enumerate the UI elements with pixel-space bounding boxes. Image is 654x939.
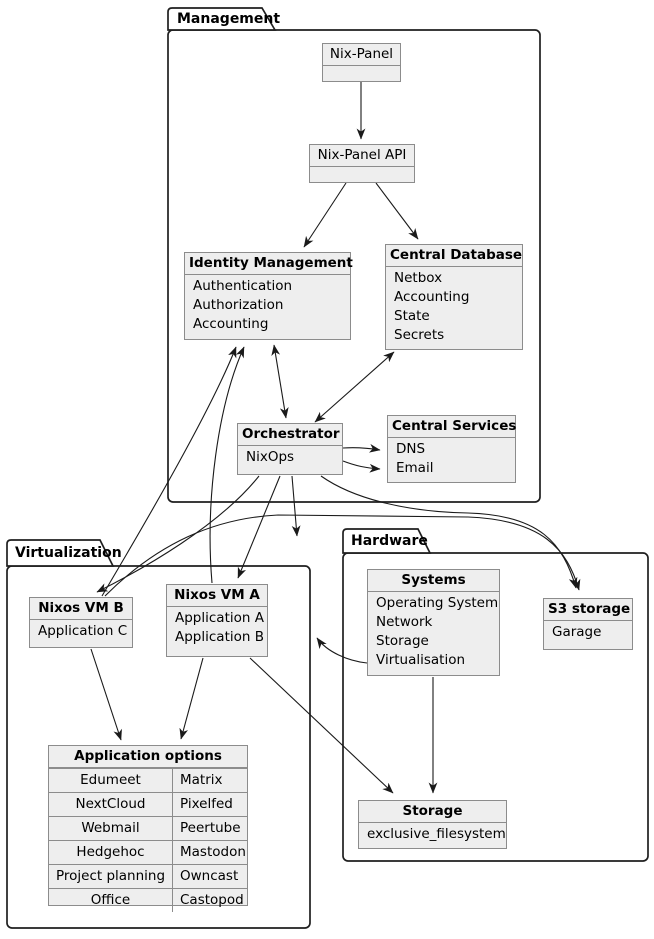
edge-vm-a-to-application-options [179, 657, 204, 740]
node-row: Secrets [394, 327, 445, 343]
node-row: State [394, 308, 430, 324]
node-row: Authentication [193, 278, 293, 294]
table-row: Hedgehoc Mastodon [49, 840, 247, 864]
node-title: Central Database [386, 245, 522, 267]
node-title: Nix-Panel [323, 44, 400, 66]
table-cell: Project planning [49, 865, 173, 888]
edge-orchestrator-to-virtualization [291, 475, 301, 537]
table-cell: NextCloud [49, 793, 173, 816]
node-title: Identity Management [185, 253, 353, 275]
table-cell: Owncast [180, 868, 239, 884]
package-label-hardware: Hardware [351, 533, 428, 549]
package-hardware-outline [342, 528, 649, 862]
table-row: Edumeet Matrix [49, 768, 247, 792]
edge-api-to-identity-management [303, 182, 347, 248]
edge-orchestrator-to-email [342, 460, 381, 473]
package-management-outline [167, 7, 541, 503]
node-row: Accounting [394, 289, 470, 305]
edge-orchestrator-to-vm-b [96, 475, 260, 593]
table-cell: Edumeet [49, 769, 173, 792]
table-cell: Castopod [180, 892, 244, 908]
node-s3-storage: S3 storage Garage [543, 598, 633, 650]
node-orchestrator: Orchestrator NixOps [237, 423, 343, 475]
node-title: Storage [359, 801, 506, 823]
node-row: DNS [396, 441, 426, 457]
edge-systems-to-virtualization [316, 637, 368, 664]
node-nix-panel: Nix-Panel [322, 43, 401, 82]
edge-vm-a-to-identity-management [209, 346, 245, 584]
node-row: Network [376, 614, 433, 630]
node-nix-panel-api: Nix-Panel API [309, 144, 415, 183]
table-row: Project planning Owncast [49, 864, 247, 888]
node-title: Application options [49, 746, 247, 768]
node-title: S3 storage [544, 599, 632, 621]
node-row: NixOps [246, 449, 295, 465]
node-title: Nix-Panel API [310, 145, 414, 167]
edge-identity-management-orchestrator [271, 344, 289, 419]
node-row: Operating System [376, 595, 499, 611]
node-title: Nixos VM A [167, 585, 267, 607]
edge-orchestrator-to-vm-a [237, 475, 281, 579]
edge-central-database-orchestrator [314, 351, 395, 423]
edge-orchestrator-to-dns [342, 443, 381, 453]
node-row: Garage [552, 624, 602, 640]
node-row: Application B [175, 629, 264, 645]
edge-vm-a-to-storage [249, 657, 394, 794]
package-label-management: Management [177, 11, 281, 27]
node-title: Systems [368, 570, 499, 592]
table-row: Webmail Peertube [49, 816, 247, 840]
table-row: Office Castopod [49, 888, 247, 912]
node-title: Orchestrator [238, 424, 342, 446]
table-cell: Webmail [49, 817, 173, 840]
table-cell: Hedgehoc [49, 841, 173, 864]
table-cell: Pixelfed [180, 796, 233, 812]
edge-vm-b-to-application-options [90, 648, 122, 741]
node-row: Authorization [193, 297, 284, 313]
node-row: Storage [376, 633, 429, 649]
node-row: Virtualisation [376, 652, 466, 668]
table-cell: Office [49, 889, 173, 912]
table-cell: Matrix [180, 772, 223, 788]
node-title: Nixos VM B [30, 598, 132, 620]
node-nixos-vm-a: Nixos VM A Application A Application B [166, 584, 268, 657]
node-application-options: Application options Edumeet Matrix NextC… [48, 745, 248, 912]
node-row: Accounting [193, 316, 269, 332]
node-systems: Systems Operating System Network Storage… [367, 569, 500, 676]
node-central-services: Central Services DNS Email [387, 415, 516, 483]
node-central-database: Central Database Netbox Accounting State… [385, 244, 523, 350]
table-cell: Mastodon [180, 844, 246, 860]
package-label-virtualization: Virtualization [15, 545, 122, 561]
table-cell: Peertube [180, 820, 241, 836]
table-row: NextCloud Pixelfed [49, 792, 247, 816]
edge-api-to-central-database [375, 182, 419, 240]
node-row: exclusive_filesystem [367, 826, 506, 842]
node-identity-management: Identity Management Authentication Autho… [184, 252, 353, 340]
node-storage: Storage exclusive_filesystem [358, 800, 507, 849]
node-row: Netbox [394, 270, 443, 286]
node-row: Email [396, 460, 434, 476]
node-title: Central Services [388, 416, 516, 438]
package-virtualization-outline [6, 539, 311, 929]
node-row: Application C [38, 623, 128, 639]
edge-vm-b-to-s3 [104, 514, 581, 597]
edge-vm-b-to-identity-management [101, 346, 237, 597]
node-row: Application A [175, 610, 264, 626]
node-nixos-vm-b: Nixos VM B Application C [29, 597, 133, 648]
